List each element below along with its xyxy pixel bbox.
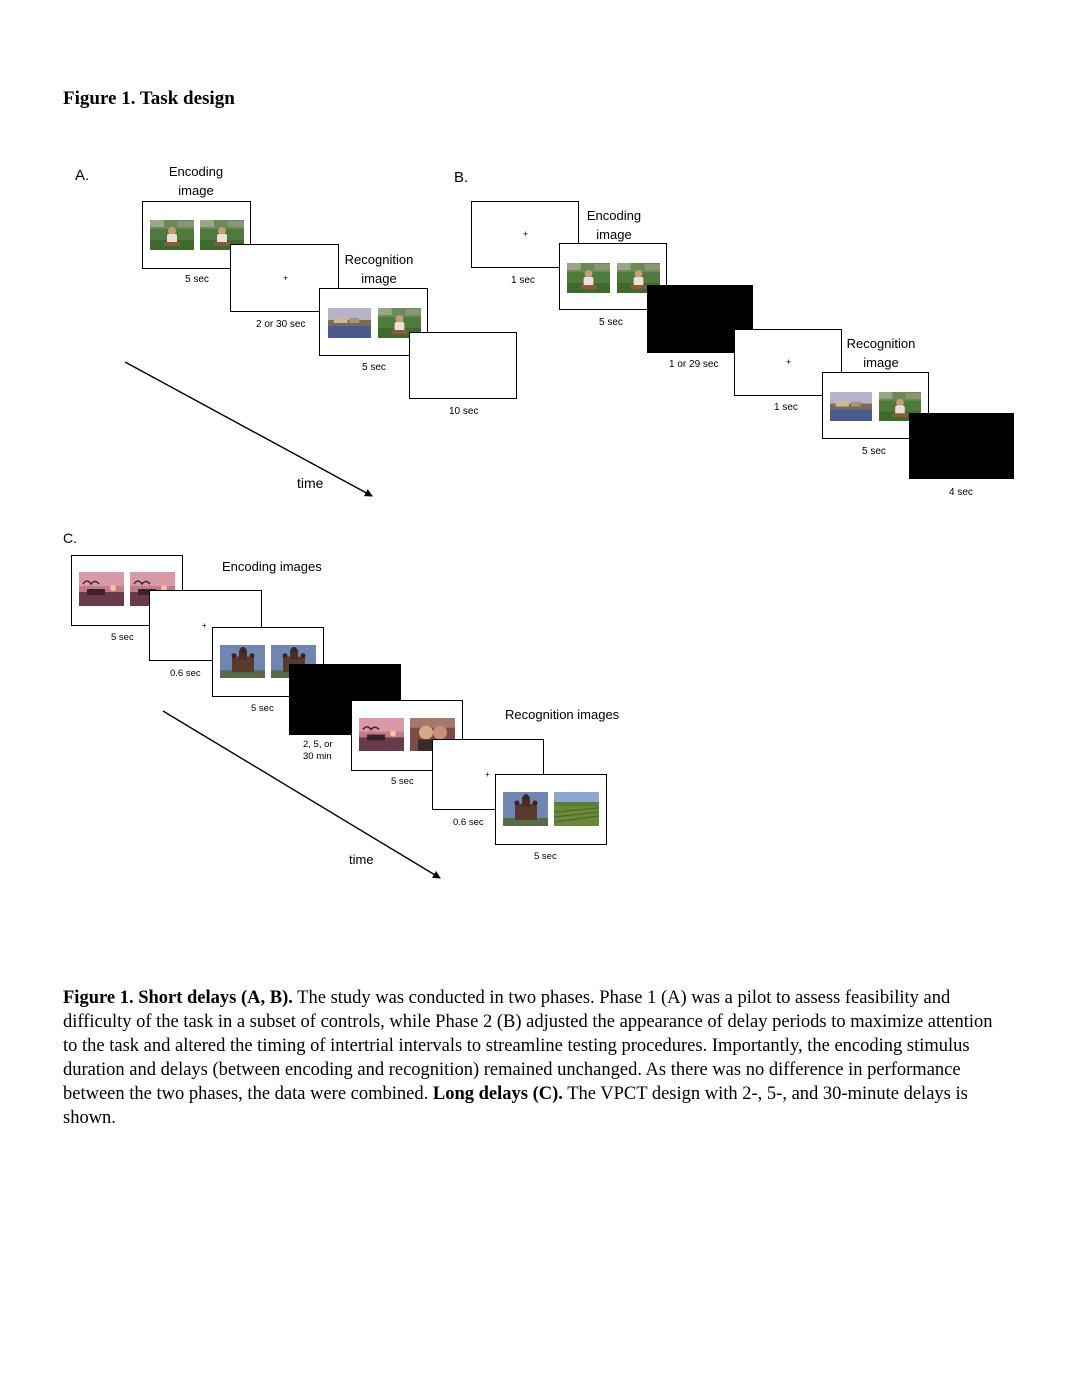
encoding-photo-right bbox=[617, 263, 660, 293]
panel-c-fixation-duration-2: 0.6 sec bbox=[453, 817, 484, 828]
panel-b-black-iti-screen bbox=[909, 413, 1014, 479]
recognition-photo-novel bbox=[554, 792, 599, 826]
recognition-photo-novel bbox=[830, 392, 872, 421]
panel-c-encoding-duration-2: 5 sec bbox=[251, 703, 274, 714]
panel-b-letter: B. bbox=[454, 169, 469, 186]
panel-c-recognition-screen-2 bbox=[495, 774, 607, 845]
encoding-photo-left bbox=[150, 220, 194, 250]
panel-b-encoding-duration: 5 sec bbox=[599, 317, 623, 328]
panel-a-recognition-duration: 5 sec bbox=[362, 362, 386, 373]
panel-c-fixation-screen-1: + bbox=[149, 590, 262, 661]
panel-c-delay-duration: 2, 5, or 30 min bbox=[303, 739, 333, 763]
panel-a-iti-screen bbox=[409, 332, 517, 399]
fixation-cross: + bbox=[485, 770, 490, 779]
recognition-photo-familiar bbox=[378, 308, 421, 338]
panel-b-delay-duration: 1 or 29 sec bbox=[669, 359, 719, 370]
caption-lead-long: Long delays (C). bbox=[432, 1084, 563, 1104]
panel-c-time-label: time bbox=[349, 852, 374, 867]
panel-a-recognition-screen bbox=[319, 288, 428, 356]
delay-duration-line-2: 30 min bbox=[303, 751, 332, 762]
panel-c-letter: C. bbox=[63, 530, 77, 546]
encoding-photo-left bbox=[79, 572, 124, 606]
caption-text-2: The VPCT design with 2-, 5-, and 30-minu… bbox=[63, 1084, 968, 1128]
encoding-photo-left bbox=[567, 263, 610, 293]
panel-b-encoding-screen bbox=[559, 243, 667, 310]
panel-b-iti-duration: 4 sec bbox=[949, 487, 973, 498]
panel-a-recognition-label: Recognition image bbox=[344, 252, 414, 286]
recognition-photo-familiar bbox=[879, 392, 921, 421]
panel-c-time-arrow bbox=[162, 710, 441, 879]
panel-b-fixation-duration: 1 sec bbox=[511, 275, 535, 286]
panel-b-encoding-label: Encoding image bbox=[586, 208, 642, 242]
panel-b-fixation-duration-2: 1 sec bbox=[774, 402, 798, 413]
fixation-cross: + bbox=[786, 357, 792, 367]
caption-lead-short: Figure 1. Short delays (A, B). bbox=[63, 988, 293, 1008]
panel-c-fixation-duration-1: 0.6 sec bbox=[170, 668, 201, 679]
encoding-photo-left bbox=[220, 645, 265, 678]
panel-c-recognition-duration-1: 5 sec bbox=[391, 776, 414, 787]
panel-a-letter: A. bbox=[75, 167, 90, 184]
recognition-photo-familiar bbox=[359, 718, 404, 751]
panel-c-recognition-screen-1 bbox=[351, 700, 463, 771]
figure-title: Figure 1. Task design bbox=[63, 88, 235, 109]
panel-a-encoding-label: Encoding image bbox=[168, 164, 224, 198]
delay-duration-line-1: 2, 5, or bbox=[303, 739, 333, 750]
panel-c-encoding-label: Encoding images bbox=[222, 559, 322, 574]
panel-c-encoding-duration-1: 5 sec bbox=[111, 632, 134, 643]
panel-b-recognition-label: Recognition image bbox=[846, 336, 916, 370]
panel-c-recognition-duration-2: 5 sec bbox=[534, 851, 557, 862]
panel-a-encoding-duration: 5 sec bbox=[185, 274, 209, 285]
fixation-cross: + bbox=[283, 273, 289, 283]
panel-a-time-label: time bbox=[297, 475, 324, 491]
panel-b-recognition-duration: 5 sec bbox=[862, 446, 886, 457]
caption-text-1: The study was conducted in two phases. P… bbox=[63, 988, 993, 1104]
fixation-cross: + bbox=[523, 229, 529, 239]
fixation-cross: + bbox=[202, 621, 207, 630]
panel-a-delay-duration: 2 or 30 sec bbox=[256, 319, 306, 330]
recognition-photo-familiar bbox=[503, 792, 548, 826]
panel-c-recognition-label: Recognition images bbox=[505, 707, 620, 722]
panel-a-iti-duration: 10 sec bbox=[449, 406, 479, 417]
recognition-photo-novel bbox=[328, 308, 371, 338]
figure-caption: Figure 1. Short delays (A, B). The study… bbox=[63, 986, 998, 1130]
panel-a-time-arrow bbox=[124, 361, 373, 497]
